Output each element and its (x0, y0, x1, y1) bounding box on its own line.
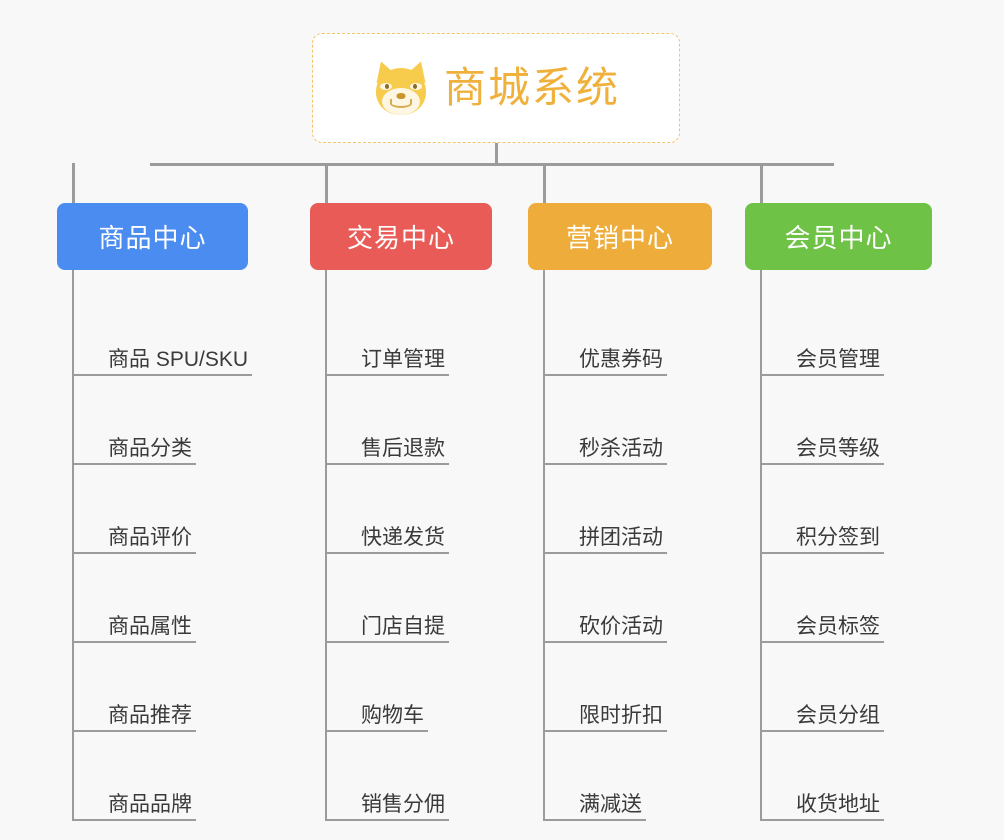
leaf-item-label: 会员等级 (796, 437, 880, 460)
leaf-item-label: 商品 SPU/SKU (108, 348, 249, 371)
leaf-item-rule (545, 463, 667, 465)
leaf-item[interactable]: 积分签到 (762, 465, 932, 554)
shiba-dog-icon (370, 58, 432, 116)
leaf-item[interactable]: 销售分佣 (327, 732, 492, 821)
category-column-3: 会员中心会员管理会员等级积分签到会员标签会员分组收货地址 (745, 203, 932, 821)
leaf-item[interactable]: 会员等级 (762, 376, 932, 465)
leaf-item[interactable]: 商品品牌 (74, 732, 248, 821)
leaf-item-rule (74, 730, 196, 732)
leaf-item-label: 会员标签 (796, 615, 880, 638)
leaf-list-0: 商品 SPU/SKU 商品分类商品评价商品属性商品推荐商品品牌 (72, 270, 252, 821)
leaf-item-rule (762, 819, 884, 821)
leaf-item[interactable]: 售后退款 (327, 376, 492, 465)
category-label: 会员中心 (784, 223, 893, 253)
connector-bus (150, 163, 834, 166)
leaf-item[interactable]: 快递发货 (327, 465, 492, 554)
leaf-item-label: 商品品牌 (108, 793, 192, 816)
category-label: 营销中心 (565, 223, 674, 253)
leaf-item-label: 门店自提 (361, 615, 445, 638)
leaf-item[interactable]: 优惠券码 (545, 287, 712, 376)
leaf-item-label: 限时折扣 (579, 704, 663, 727)
leaf-item-rule (327, 641, 449, 643)
leaf-item-rule (327, 552, 449, 554)
leaf-item[interactable]: 满减送 (545, 732, 712, 821)
leaf-item[interactable]: 限时折扣 (545, 643, 712, 732)
leaf-item[interactable]: 商品 SPU/SKU (74, 287, 252, 376)
category-label: 商品中心 (98, 223, 207, 253)
leaf-item-rule (545, 552, 667, 554)
leaf-item-rule (762, 374, 884, 376)
leaf-item-label: 会员分组 (796, 704, 880, 727)
leaf-item[interactable]: 砍价活动 (545, 554, 712, 643)
leaf-item-label: 秒杀活动 (579, 437, 663, 460)
leaf-item-label: 购物车 (361, 704, 424, 727)
connector-drop-1 (325, 163, 328, 203)
leaf-item-label: 优惠券码 (579, 348, 663, 371)
leaf-item-label: 售后退款 (361, 437, 445, 460)
leaf-item-label: 销售分佣 (361, 793, 445, 816)
leaf-item[interactable]: 会员标签 (762, 554, 932, 643)
leaf-item-rule (74, 819, 196, 821)
root-node[interactable]: 商城系统 (312, 33, 680, 143)
leaf-item-rule (327, 463, 449, 465)
leaf-item-label: 收货地址 (796, 793, 880, 816)
leaf-item[interactable]: 收货地址 (762, 732, 932, 821)
category-card-1[interactable]: 交易中心 (310, 203, 492, 270)
leaf-item[interactable]: 会员分组 (762, 643, 932, 732)
leaf-item-label: 商品推荐 (108, 704, 192, 727)
leaf-item-rule (762, 641, 884, 643)
leaf-item[interactable]: 拼团活动 (545, 465, 712, 554)
leaf-item-label: 订单管理 (361, 348, 445, 371)
leaf-item-label: 快递发货 (361, 526, 445, 549)
leaf-item[interactable]: 商品推荐 (74, 643, 248, 732)
leaf-item-label: 商品分类 (108, 437, 192, 460)
root-title: 商城系统 (443, 64, 620, 111)
leaf-item-rule (762, 463, 884, 465)
leaf-item[interactable]: 购物车 (327, 643, 492, 732)
category-column-0: 商品中心商品 SPU/SKU 商品分类商品评价商品属性商品推荐商品品牌 (57, 203, 252, 821)
leaf-item[interactable]: 会员管理 (762, 287, 932, 376)
category-label: 交易中心 (346, 223, 455, 253)
leaf-item-label: 商品评价 (108, 526, 192, 549)
leaf-item-label: 积分签到 (796, 526, 880, 549)
category-card-0[interactable]: 商品中心 (57, 203, 248, 270)
category-card-3[interactable]: 会员中心 (745, 203, 932, 270)
leaf-item[interactable]: 门店自提 (327, 554, 492, 643)
leaf-list-2: 优惠券码秒杀活动拼团活动砍价活动限时折扣满减送 (543, 270, 712, 821)
leaf-item-label: 会员管理 (796, 348, 880, 371)
connector-drop-0 (72, 163, 75, 203)
leaf-item-rule (74, 641, 196, 643)
leaf-item[interactable]: 商品评价 (74, 465, 248, 554)
leaf-item-label: 满减送 (579, 793, 642, 816)
leaf-item-rule (762, 730, 884, 732)
leaf-item-rule (545, 374, 667, 376)
leaf-item[interactable]: 秒杀活动 (545, 376, 712, 465)
leaf-item-rule (327, 819, 449, 821)
connector-drop-2 (543, 163, 546, 203)
category-column-2: 营销中心优惠券码秒杀活动拼团活动砍价活动限时折扣满减送 (528, 203, 712, 821)
leaf-list-3: 会员管理会员等级积分签到会员标签会员分组收货地址 (760, 270, 932, 821)
leaf-item-label: 商品属性 (108, 615, 192, 638)
connector-stem (495, 143, 498, 165)
leaf-item-rule (327, 730, 428, 732)
leaf-item-rule (74, 552, 196, 554)
leaf-item-rule (74, 463, 196, 465)
leaf-item-rule (545, 730, 667, 732)
category-card-2[interactable]: 营销中心 (528, 203, 712, 270)
leaf-item-rule (762, 552, 884, 554)
leaf-item[interactable]: 商品分类 (74, 376, 248, 465)
leaf-item-rule (545, 819, 646, 821)
leaf-item[interactable]: 商品属性 (74, 554, 248, 643)
leaf-item-label: 拼团活动 (579, 526, 663, 549)
connector-drop-3 (760, 163, 763, 203)
leaf-item-rule (74, 374, 252, 376)
category-column-1: 交易中心订单管理售后退款快递发货门店自提购物车销售分佣 (310, 203, 492, 821)
leaf-item-rule (545, 641, 667, 643)
leaf-item[interactable]: 订单管理 (327, 287, 492, 376)
leaf-item-rule (327, 374, 449, 376)
leaf-item-label: 砍价活动 (579, 615, 663, 638)
leaf-list-1: 订单管理售后退款快递发货门店自提购物车销售分佣 (325, 270, 492, 821)
